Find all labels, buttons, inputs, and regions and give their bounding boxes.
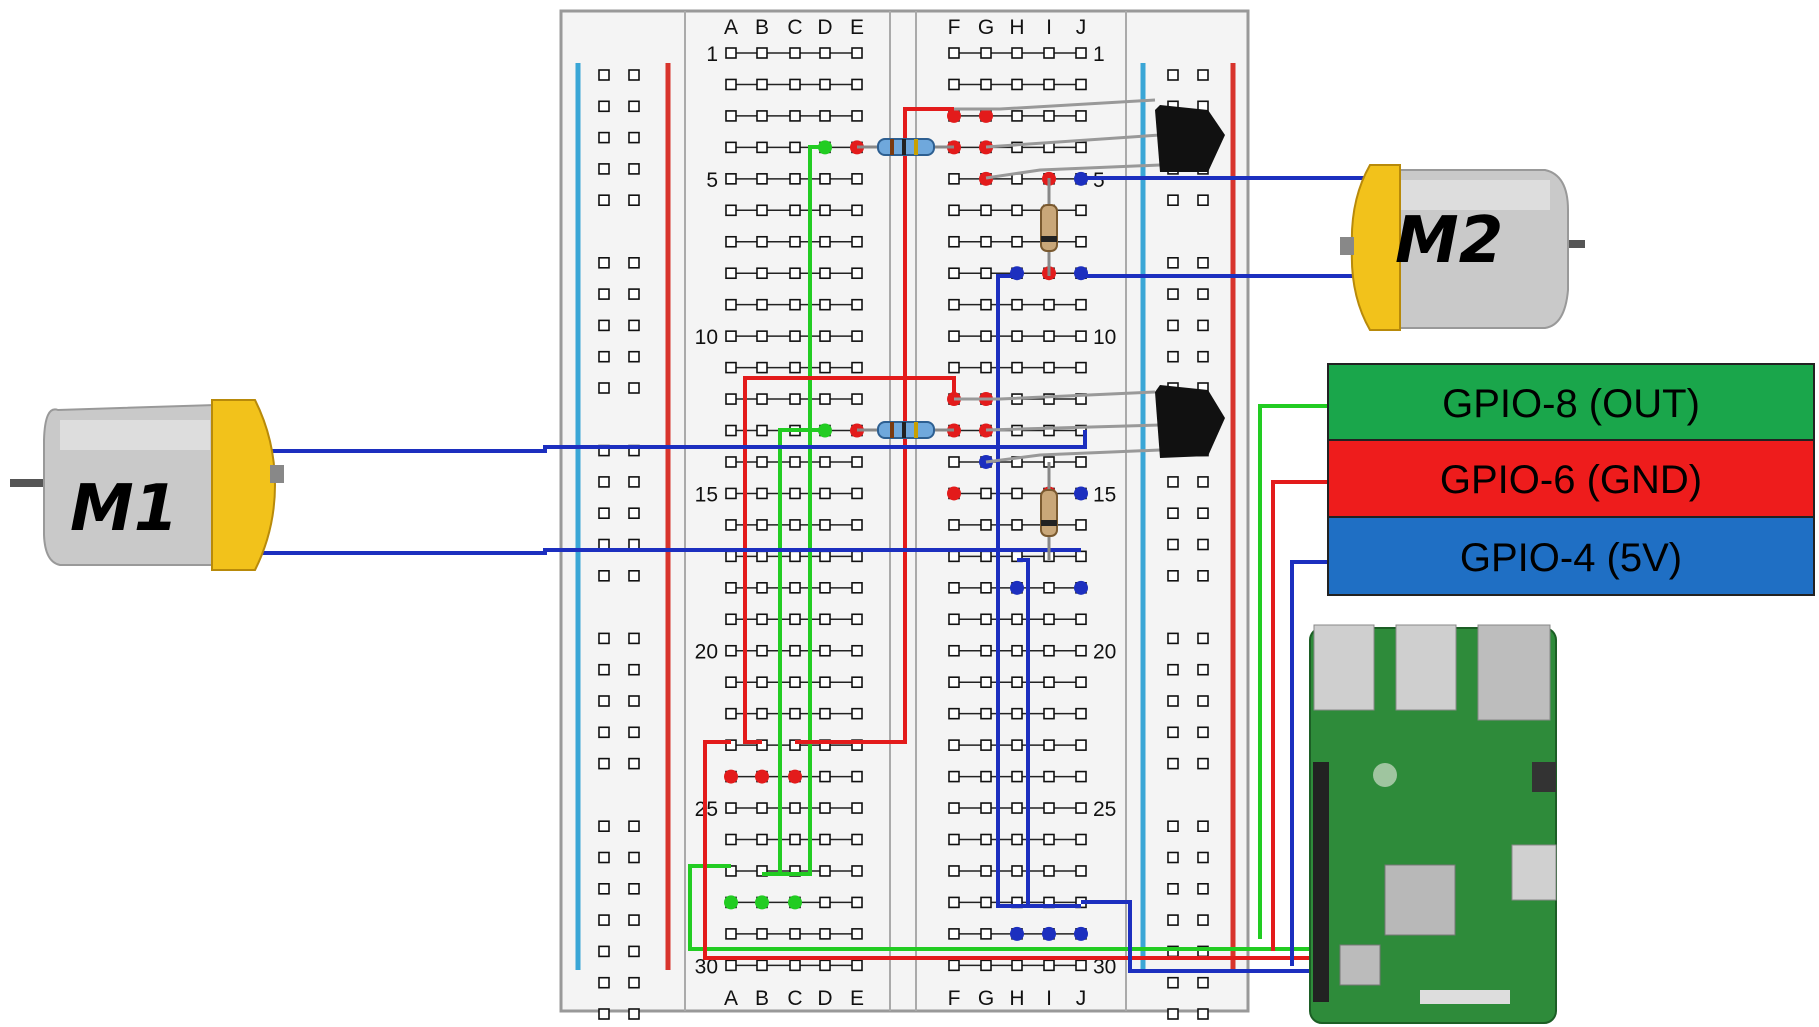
row-label: 10 bbox=[695, 326, 718, 349]
column-label: F bbox=[948, 16, 961, 39]
pin-dot bbox=[1042, 926, 1056, 941]
row-label: 15 bbox=[1093, 483, 1116, 506]
red-wire-3 bbox=[703, 740, 1310, 960]
green-wire-1 bbox=[762, 145, 824, 876]
blue-wire-gpio4 bbox=[1290, 560, 1330, 966]
legend-gpio6-label: GPIO-6 (GND) bbox=[1440, 458, 1702, 502]
motor-m1: M1 bbox=[10, 399, 284, 571]
column-label: D bbox=[817, 987, 832, 1010]
pin-dot bbox=[979, 140, 993, 155]
row-label: 20 bbox=[1093, 641, 1116, 664]
diode-1 bbox=[1040, 178, 1058, 276]
pin-dot bbox=[724, 895, 738, 910]
row-label: 30 bbox=[1093, 955, 1116, 978]
column-label: G bbox=[978, 987, 994, 1010]
transistor-1 bbox=[954, 98, 1225, 180]
red-wire-2 bbox=[743, 376, 956, 744]
blue-wire-5v bbox=[1081, 900, 1310, 973]
pin-dot bbox=[755, 769, 769, 784]
row-label: 15 bbox=[695, 483, 718, 506]
blue-wire-m1-bottom bbox=[222, 548, 1081, 555]
motor-m1-label: M1 bbox=[70, 472, 178, 546]
column-label: E bbox=[850, 16, 864, 39]
pin-dot bbox=[979, 423, 993, 438]
column-label: H bbox=[1009, 16, 1024, 39]
row-label: 5 bbox=[1093, 169, 1105, 192]
column-label: J bbox=[1076, 987, 1087, 1010]
legend-gpio8-label: GPIO-8 (OUT) bbox=[1442, 382, 1700, 426]
row-label: 25 bbox=[1093, 798, 1116, 821]
pin-dot bbox=[1010, 926, 1024, 941]
column-label: H bbox=[1009, 987, 1024, 1010]
pin-dot bbox=[1074, 580, 1088, 595]
column-label: G bbox=[978, 16, 994, 39]
green-wire-2 bbox=[778, 428, 824, 874]
column-label: D bbox=[817, 16, 832, 39]
column-label: I bbox=[1046, 987, 1052, 1010]
pin-dot bbox=[755, 895, 769, 910]
pin-dot bbox=[1074, 926, 1088, 941]
blue-wire-m1-top bbox=[222, 430, 1087, 453]
blue-wire-h8 bbox=[996, 274, 1081, 908]
legend-gpio4-label: GPIO-4 (5V) bbox=[1460, 536, 1682, 580]
pin-dot bbox=[1074, 171, 1088, 186]
column-label: C bbox=[787, 16, 802, 39]
motor-m2: M2 bbox=[1340, 164, 1585, 331]
column-label: I bbox=[1046, 16, 1052, 39]
pin-dot bbox=[1074, 266, 1088, 281]
pin-dot bbox=[947, 108, 961, 123]
column-label: A bbox=[724, 16, 738, 39]
motor-m2-label: M2 bbox=[1395, 204, 1503, 278]
green-wire-3 bbox=[688, 864, 1310, 951]
red-wire-gpio6 bbox=[1271, 480, 1330, 951]
row-label: 1 bbox=[1093, 43, 1105, 66]
pin-dot bbox=[979, 108, 993, 123]
pin-dot bbox=[724, 769, 738, 784]
row-label: 1 bbox=[706, 43, 718, 66]
pin-dot bbox=[979, 171, 993, 186]
pin-dot bbox=[1074, 486, 1088, 501]
legend-gpio4-box bbox=[1327, 516, 1815, 596]
resistor-2 bbox=[857, 421, 954, 439]
pin-dot bbox=[788, 895, 802, 910]
row-label: 30 bbox=[695, 955, 718, 978]
blue-wire-h17 bbox=[1017, 558, 1030, 906]
column-label: F bbox=[948, 987, 961, 1010]
row-label: 20 bbox=[695, 641, 718, 664]
row-label: 5 bbox=[706, 169, 718, 192]
column-label: B bbox=[755, 16, 769, 39]
pin-dot bbox=[947, 486, 961, 501]
row-label: 10 bbox=[1093, 326, 1116, 349]
resistor-1 bbox=[857, 138, 954, 156]
transistor-2 bbox=[954, 385, 1225, 464]
raspberry-pi bbox=[1309, 624, 1557, 1024]
wires bbox=[222, 107, 1400, 973]
column-label: E bbox=[850, 987, 864, 1010]
pin-dot bbox=[818, 423, 832, 438]
column-label: B bbox=[755, 987, 769, 1010]
pin-dot bbox=[818, 140, 832, 155]
column-label: A bbox=[724, 987, 738, 1010]
pin-dot bbox=[1010, 580, 1024, 595]
column-label: J bbox=[1076, 16, 1087, 39]
pin-dot bbox=[1010, 266, 1024, 281]
green-wire-gpio8 bbox=[1258, 404, 1330, 939]
legend-gpio8-box bbox=[1327, 363, 1815, 441]
diode-2 bbox=[1040, 462, 1058, 560]
column-label: C bbox=[787, 987, 802, 1010]
gpio-legend: GPIO-8 (OUT) GPIO-6 (GND) GPIO-4 (5V) bbox=[1327, 363, 1815, 596]
pin-dot bbox=[788, 769, 802, 784]
